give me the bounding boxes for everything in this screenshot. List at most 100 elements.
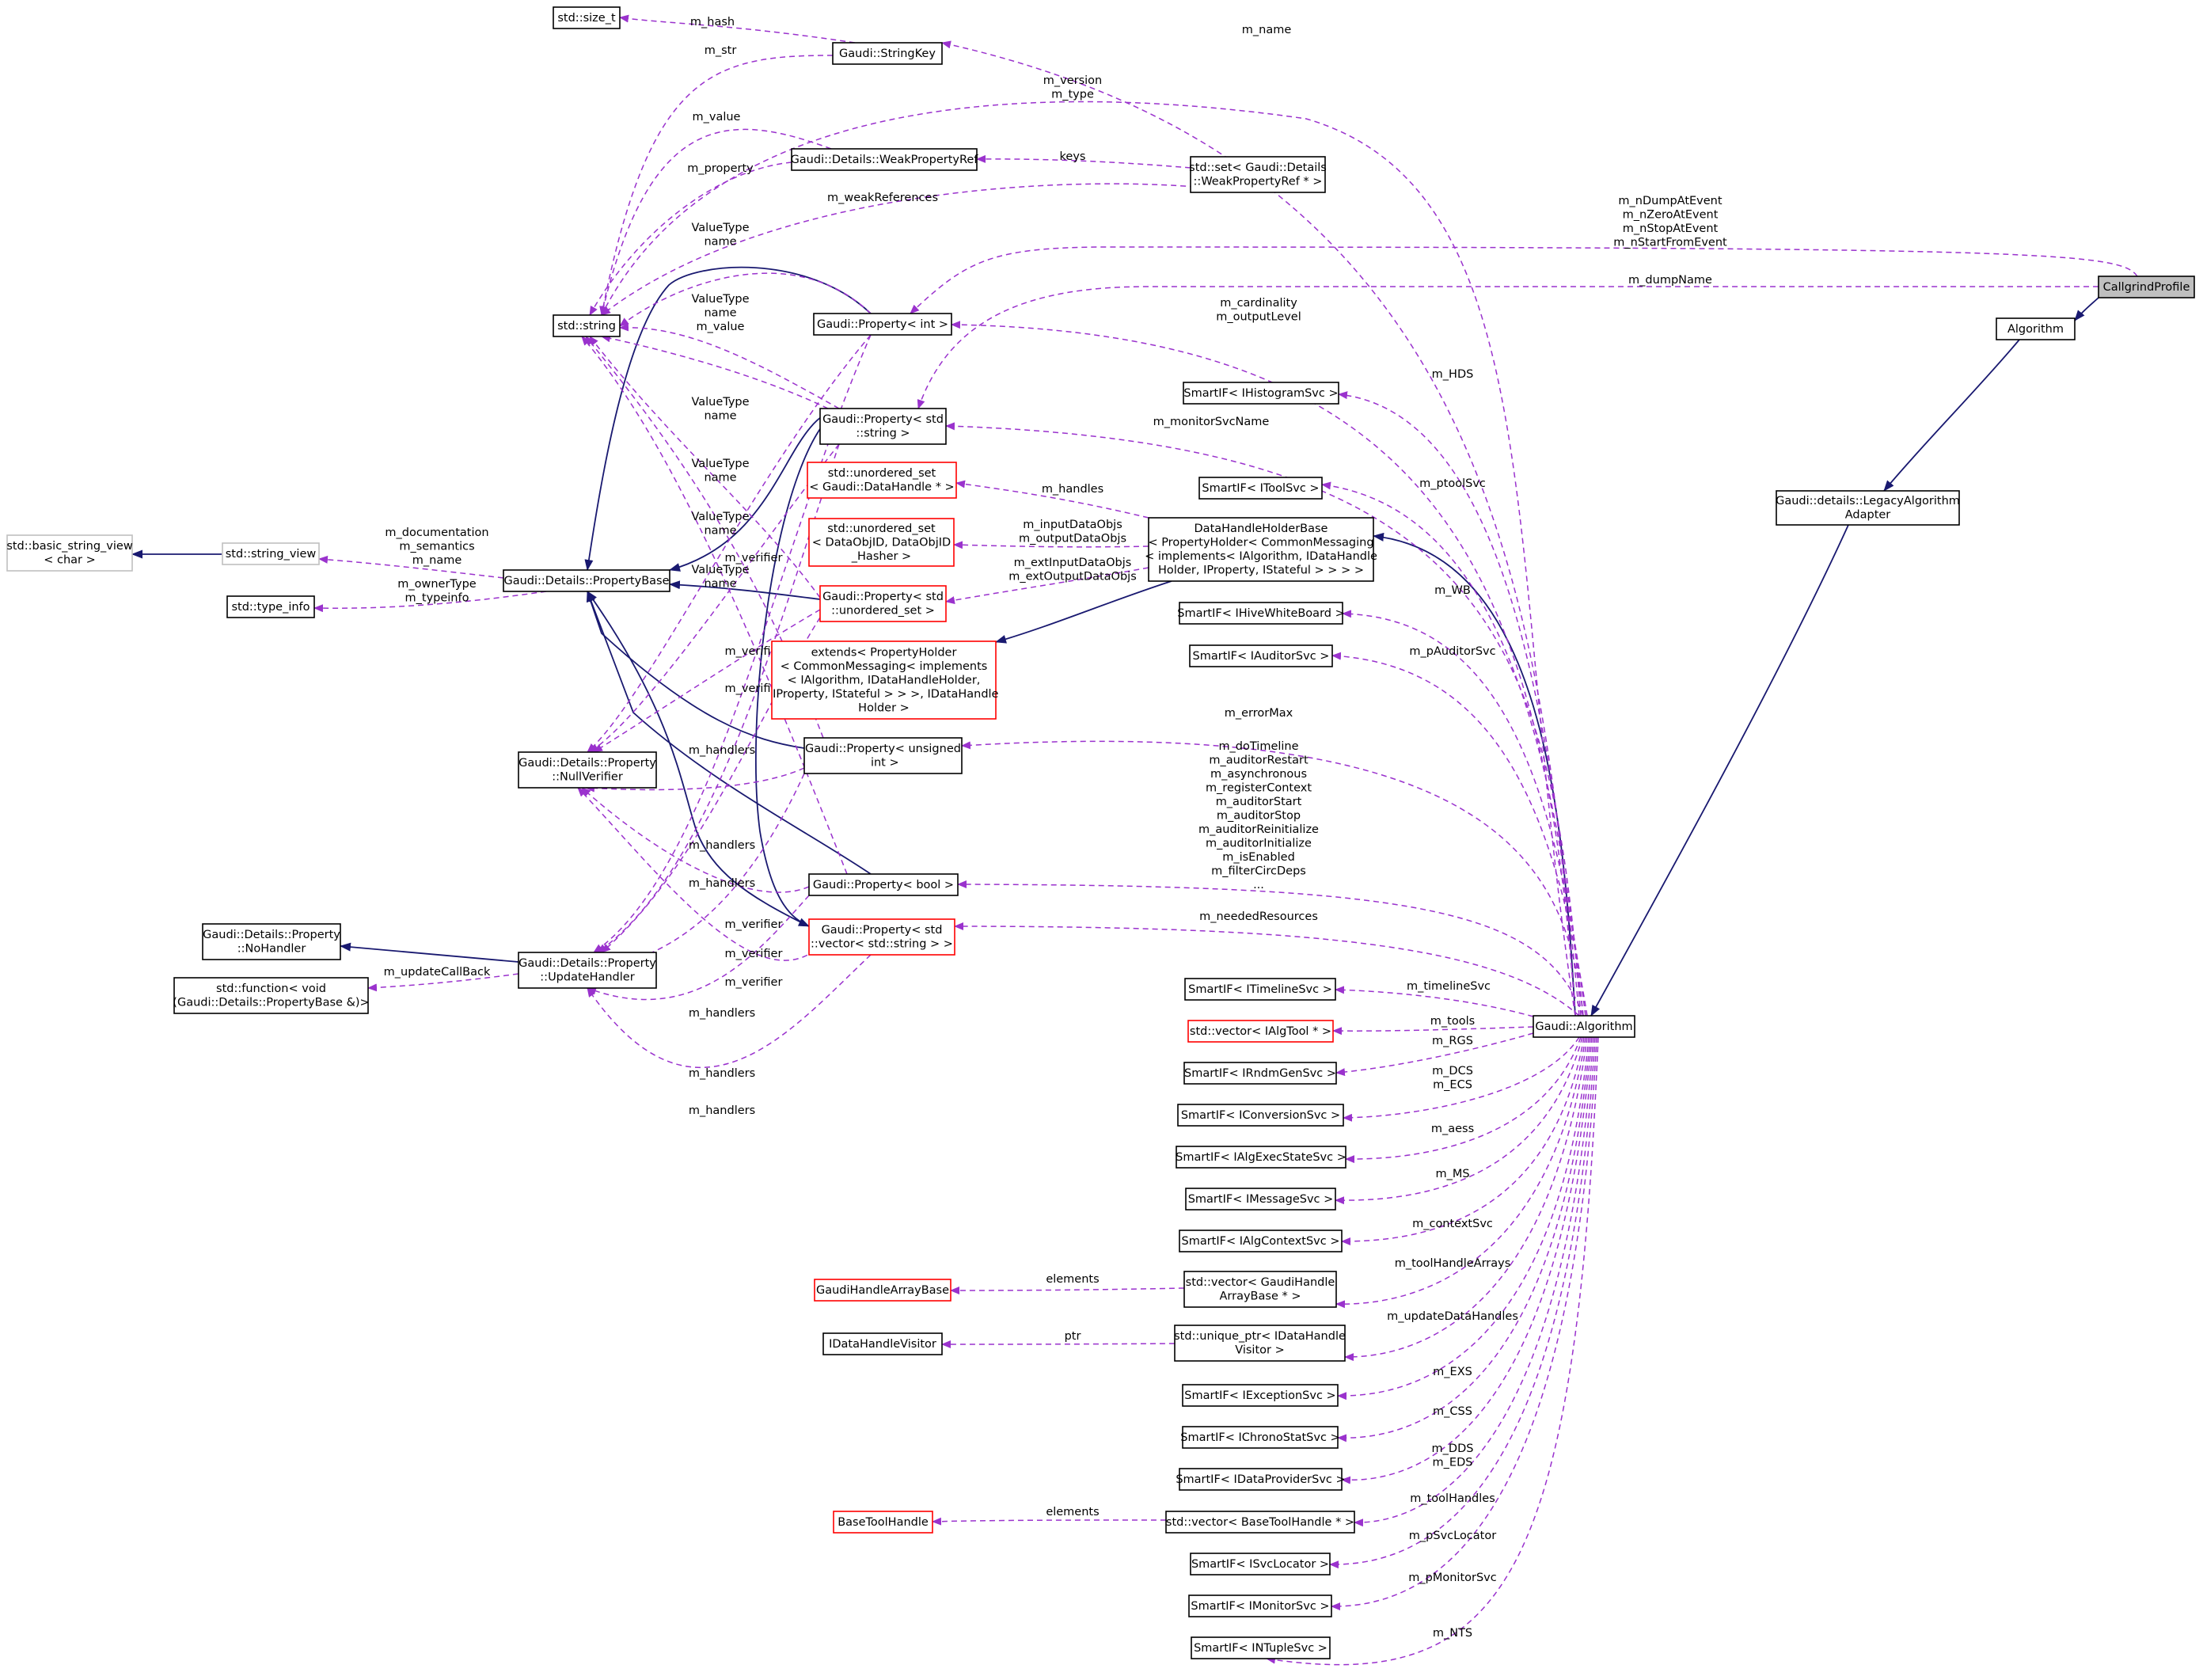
node-algorithm[interactable]: Algorithm: [1996, 317, 2076, 340]
node-std-function[interactable]: std::function< void(Gaudi::Details::Prop…: [173, 977, 370, 1014]
node-uset-handle[interactable]: std::unordered_set< Gaudi::DataHandle * …: [807, 462, 957, 499]
node-dataprovider[interactable]: SmartIF< IDataProviderSvc >: [1176, 1468, 1346, 1491]
node-messagesvc[interactable]: SmartIF< IMessageSvc >: [1185, 1188, 1336, 1211]
node-label: std::type_info: [231, 601, 310, 614]
node-rndmgen[interactable]: SmartIF< IRndmGenSvc >: [1183, 1062, 1337, 1085]
node-label: Gaudi::StringKey: [839, 48, 936, 60]
node-extends[interactable]: extends< PropertyHolder< CommonMessaging…: [769, 640, 999, 720]
usage-edge-58: [1329, 1036, 1596, 1569]
usage-edge-43: [1332, 1026, 1534, 1036]
usage-edge-62: [313, 591, 547, 613]
node-size-t[interactable]: std::size_t: [553, 6, 621, 29]
node-propbase[interactable]: Gaudi::Details::PropertyBase: [503, 569, 670, 592]
inheritance-edge-5: [584, 266, 872, 571]
node-stringkey[interactable]: Gaudi::StringKey: [832, 42, 943, 65]
node-prop-int[interactable]: Gaudi::Property< int >: [813, 313, 952, 336]
node-box: [1183, 382, 1339, 405]
node-box: [771, 640, 997, 720]
node-label: CallgrindProfile: [2103, 281, 2190, 294]
usage-edge-34: [955, 480, 1149, 519]
node-ghab[interactable]: GaudiHandleArrayBase: [814, 1279, 951, 1302]
node-string-view[interactable]: std::string_view: [222, 542, 320, 565]
inheritance-edge-3: [1373, 532, 1576, 1017]
usage-edge-67: [585, 767, 805, 792]
edge-label-m-str: m_str: [705, 44, 737, 57]
node-basic-sv[interactable]: std::basic_string_view< char >: [6, 534, 133, 572]
node-prop-bool[interactable]: Gaudi::Property< bool >: [808, 873, 959, 896]
node-monitorsvc[interactable]: SmartIF< IMonitorSvc >: [1188, 1594, 1332, 1617]
node-label: SmartIF< IChronoStatSvc >: [1180, 1431, 1339, 1444]
usage-edge-19: [589, 162, 792, 316]
node-exceptionsvc[interactable]: SmartIF< IExceptionSvc >: [1182, 1384, 1339, 1407]
node-label: SmartIF< IExceptionSvc >: [1184, 1389, 1335, 1402]
node-timelinesvc[interactable]: SmartIF< ITimelineSvc >: [1184, 978, 1336, 1001]
node-gaudi-alg[interactable]: Gaudi::Algorithm: [1533, 1015, 1635, 1038]
node-dhhb[interactable]: DataHandleHolderBase< PropertyHolder< Co…: [1145, 517, 1377, 582]
node-prop-uset[interactable]: Gaudi::Property< std::unordered_set >: [819, 585, 947, 622]
node-svclocator[interactable]: SmartIF< ISvcLocator >: [1190, 1553, 1331, 1575]
node-type-info[interactable]: std::type_info: [226, 595, 315, 618]
node-vec-bth[interactable]: std::vector< BaseToolHandle * >: [1165, 1511, 1355, 1534]
node-weakref[interactable]: Gaudi::Details::WeakPropertyRef: [791, 148, 979, 171]
edge-label-m-updatecallback: m_updateCallBack: [384, 966, 491, 979]
edge-label-m-verifier-5: m_verifier: [725, 948, 783, 960]
usage-edge-44: [1335, 1032, 1534, 1077]
node-prop-unsigned[interactable]: Gaudi::Property< unsigned int >: [803, 737, 963, 774]
node-auditorsvc[interactable]: SmartIF< IAuditorSvc >: [1189, 644, 1333, 667]
node-box: [819, 408, 947, 445]
usage-edge-46: [1345, 1036, 1582, 1164]
node-toolsvc[interactable]: SmartIF< IToolSvc >: [1198, 477, 1323, 500]
node-box: [813, 313, 952, 336]
edge-label-elements-bth: elements: [1046, 1506, 1099, 1518]
node-box: [1177, 1104, 1344, 1127]
usage-edge-74: [587, 895, 810, 1001]
node-label: Gaudi::Details::WeakPropertyRef: [791, 154, 979, 166]
edge-label-ptr: ptr: [1065, 1330, 1081, 1343]
node-box: [503, 569, 670, 592]
node-box: [1185, 1188, 1336, 1211]
node-nohandler[interactable]: Gaudi::Details::Property::NoHandler: [202, 923, 341, 960]
node-algcontext[interactable]: SmartIF< IAlgContextSvc >: [1179, 1230, 1343, 1252]
node-vec-algtool[interactable]: std::vector< IAlgTool * >: [1187, 1020, 1334, 1043]
node-whiteboard[interactable]: SmartIF< IHiveWhiteBoard >: [1177, 602, 1345, 625]
node-callgrind[interactable]: CallgrindProfile: [2098, 276, 2195, 298]
node-dh-visitor[interactable]: IDataHandleVisitor: [822, 1332, 943, 1355]
node-box: [808, 518, 955, 567]
node-algexec[interactable]: SmartIF< IAlgExecStateSvc >: [1176, 1146, 1346, 1169]
node-set-weak[interactable]: std::set< Gaudi::Details::WeakPropertyRe…: [1189, 156, 1327, 193]
edge-label-m-exs: m_EXS: [1433, 1366, 1472, 1378]
nodes-layer: CallgrindProfileAlgorithmGaudi::details:…: [6, 6, 2195, 1659]
node-string[interactable]: std::string: [553, 314, 621, 337]
node-box: [822, 1332, 943, 1355]
node-chronostat[interactable]: SmartIF< IChronoStatSvc >: [1180, 1426, 1340, 1449]
node-conversion[interactable]: SmartIF< IConversionSvc >: [1177, 1104, 1344, 1127]
edge-label-m-verifier-2: m_verifier: [725, 645, 783, 658]
node-box: [833, 1511, 933, 1534]
node-nullverifier[interactable]: Gaudi::Details::Property::NullVerifier: [518, 751, 657, 789]
node-basetoolhandle[interactable]: BaseToolHandle: [833, 1511, 933, 1534]
node-box: [1198, 477, 1323, 500]
edge-label-m-wb: m_WB: [1434, 584, 1471, 597]
node-uset-dataobj[interactable]: std::unordered_set< DataObjID, DataObjID…: [808, 518, 955, 567]
edge-label-m-pmonitorsvc: m_pMonitorSvc: [1408, 1572, 1496, 1584]
node-prop-vector[interactable]: Gaudi::Property< std::vector< std::strin…: [808, 918, 955, 956]
node-label: std::size_t: [557, 12, 616, 25]
node-ntuplesvc[interactable]: SmartIF< INTupleSvc >: [1191, 1636, 1331, 1659]
usage-edge-49: [1335, 1036, 1586, 1309]
node-updatehandler[interactable]: Gaudi::Details::Property::UpdateHandler: [518, 952, 657, 989]
edge-label-m-handlers-1: m_handlers: [689, 744, 755, 757]
node-prop-string[interactable]: Gaudi::Property< std::string >: [819, 408, 947, 445]
node-label: Gaudi::Property< bool >: [813, 879, 954, 891]
node-label: std::set< Gaudi::Details::WeakPropertyRe…: [1189, 162, 1327, 188]
node-box: [791, 148, 978, 171]
edge-label-m-toolhandlearrays: m_toolHandleArrays: [1395, 1257, 1511, 1270]
usage-edge-24: [619, 272, 872, 327]
inheritance-edge-13: [340, 942, 519, 963]
node-label: SmartIF< IAlgExecStateSvc >: [1176, 1151, 1346, 1164]
node-histosvc[interactable]: SmartIF< IHistogramSvc >: [1183, 382, 1339, 405]
